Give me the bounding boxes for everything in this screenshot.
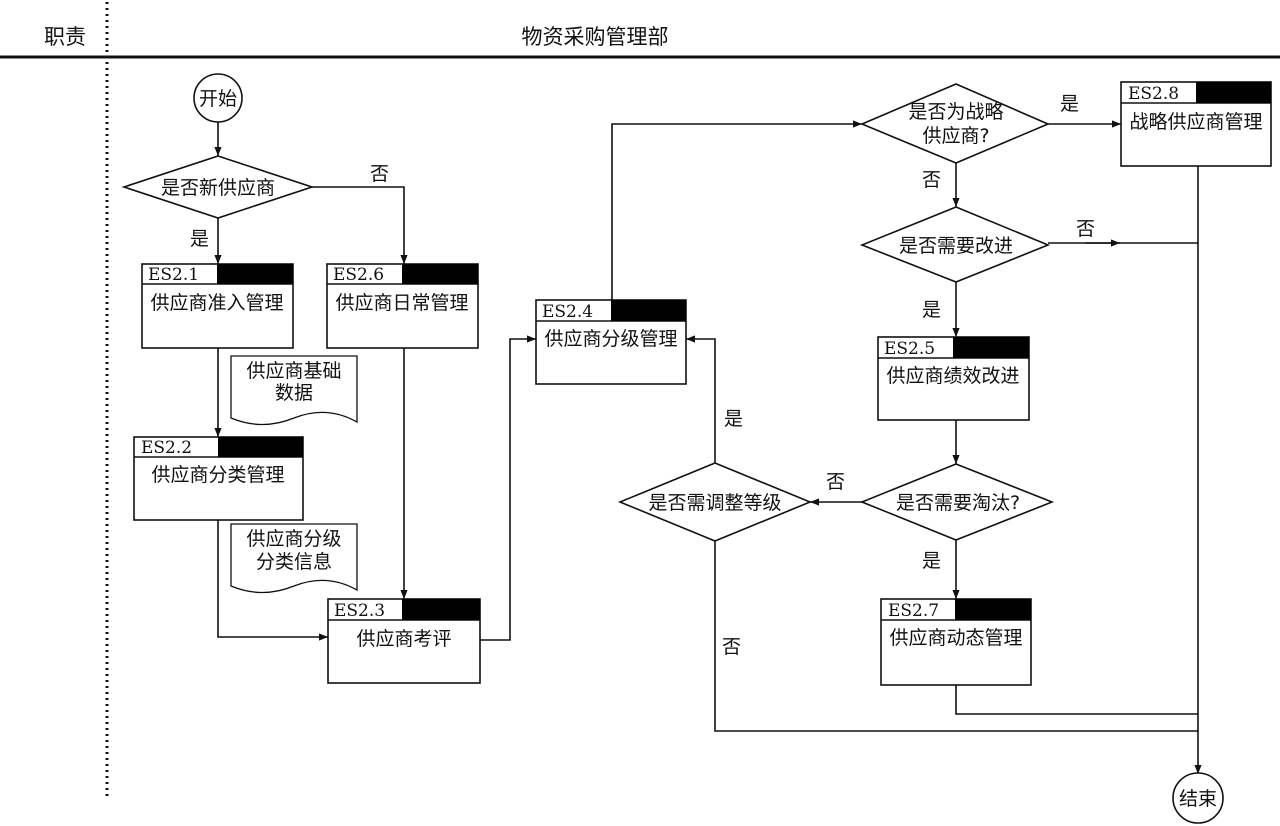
process-es24: ES2.4 供应商分级管理 xyxy=(535,299,687,385)
decision-need-improve-label: 是否需要改进 xyxy=(899,235,1013,257)
process-es25-code: ES2.5 xyxy=(884,339,935,359)
edge-es22-to-es23 xyxy=(217,520,328,641)
start-label: 开始 xyxy=(199,88,237,110)
edge-new-no-to-es26 xyxy=(312,186,408,264)
responsibility-column-label: 职责 xyxy=(44,25,86,49)
decision-strategic-label-line1: 是否为战略 xyxy=(908,101,1003,123)
process-es26-name: 供应商日常管理 xyxy=(335,292,468,314)
edge-adjust-yes-to-es24 xyxy=(686,335,716,463)
edge-es23-to-es24 xyxy=(480,335,536,641)
process-es22-code: ES2.2 xyxy=(141,438,192,458)
decision-need-eliminate: 是否需要淘汰? xyxy=(859,463,1055,541)
process-es27-name: 供应商动态管理 xyxy=(889,627,1022,649)
start-terminal: 开始 xyxy=(193,73,243,123)
decision-strategic-supplier: 是否为战略 供应商? xyxy=(859,83,1051,164)
process-es24-name: 供应商分级管理 xyxy=(544,328,677,350)
document-supplier-basic-data: 供应商基础 数据 xyxy=(230,355,358,426)
process-es25: ES2.5 供应商绩效改进 xyxy=(877,336,1030,421)
process-es28: ES2.8 战略供应商管理 xyxy=(1120,81,1272,167)
document-class-info-line1: 供应商分级 xyxy=(246,528,341,550)
edge-label-new-no: 否 xyxy=(370,163,389,185)
edge-label-improve-yes: 是 xyxy=(922,299,941,321)
edge-label-eliminate-no: 否 xyxy=(826,471,845,493)
process-es26-code: ES2.6 xyxy=(333,265,384,285)
process-es21: ES2.1 供应商准入管理 xyxy=(141,263,294,349)
decision-new-supplier-label: 是否新供应商 xyxy=(161,177,275,199)
process-es22-name: 供应商分类管理 xyxy=(151,464,284,486)
edge-label-strategic-no: 否 xyxy=(922,169,941,191)
process-es27-code: ES2.7 xyxy=(888,601,939,621)
process-es21-code: ES2.1 xyxy=(148,265,199,285)
decision-need-improve: 是否需要改进 xyxy=(859,206,1051,283)
connectors xyxy=(214,120,1202,774)
process-es24-code: ES2.4 xyxy=(542,302,593,322)
decision-adjust-level: 是否需调整等级 xyxy=(617,462,813,542)
process-es23: ES2.3 供应商考评 xyxy=(327,598,481,684)
edge-label-adjust-no: 否 xyxy=(722,636,741,658)
edge-label-adjust-yes: 是 xyxy=(724,408,743,430)
document-class-info-line2: 分类信息 xyxy=(256,551,332,573)
process-es27: ES2.7 供应商动态管理 xyxy=(880,598,1032,686)
process-es28-name: 战略供应商管理 xyxy=(1129,111,1262,133)
decision-adjust-level-label: 是否需调整等级 xyxy=(648,492,781,514)
document-basic-data-line2: 数据 xyxy=(275,382,313,404)
process-es22: ES2.2 供应商分类管理 xyxy=(133,436,304,521)
process-es28-code: ES2.8 xyxy=(1128,84,1179,104)
decision-strategic-label-line2: 供应商? xyxy=(922,125,989,147)
end-terminal: 结束 xyxy=(1172,772,1224,824)
edge-adjust-no-to-end-line xyxy=(714,541,1198,732)
decision-need-eliminate-label: 是否需要淘汰? xyxy=(896,492,1020,514)
process-es21-name: 供应商准入管理 xyxy=(150,292,283,314)
process-es23-name: 供应商考评 xyxy=(356,628,451,650)
process-es25-name: 供应商绩效改进 xyxy=(886,365,1019,387)
decision-new-supplier: 是否新供应商 xyxy=(121,155,315,219)
process-es26: ES2.6 供应商日常管理 xyxy=(326,263,479,349)
document-basic-data-line1: 供应商基础 xyxy=(246,360,341,382)
edge-es27-to-end-line xyxy=(955,685,1198,715)
edge-es24-to-strategic xyxy=(611,120,862,300)
edge-label-eliminate-yes: 是 xyxy=(922,550,941,572)
department-header: 物资采购管理部 xyxy=(522,25,669,49)
edge-label-strategic-yes: 是 xyxy=(1060,93,1079,115)
process-es23-code: ES2.3 xyxy=(334,601,385,621)
end-label: 结束 xyxy=(1179,788,1217,810)
edge-label-improve-no: 否 xyxy=(1076,218,1095,240)
edge-label-new-yes: 是 xyxy=(190,228,209,250)
document-supplier-class-info: 供应商分级 分类信息 xyxy=(230,523,358,594)
